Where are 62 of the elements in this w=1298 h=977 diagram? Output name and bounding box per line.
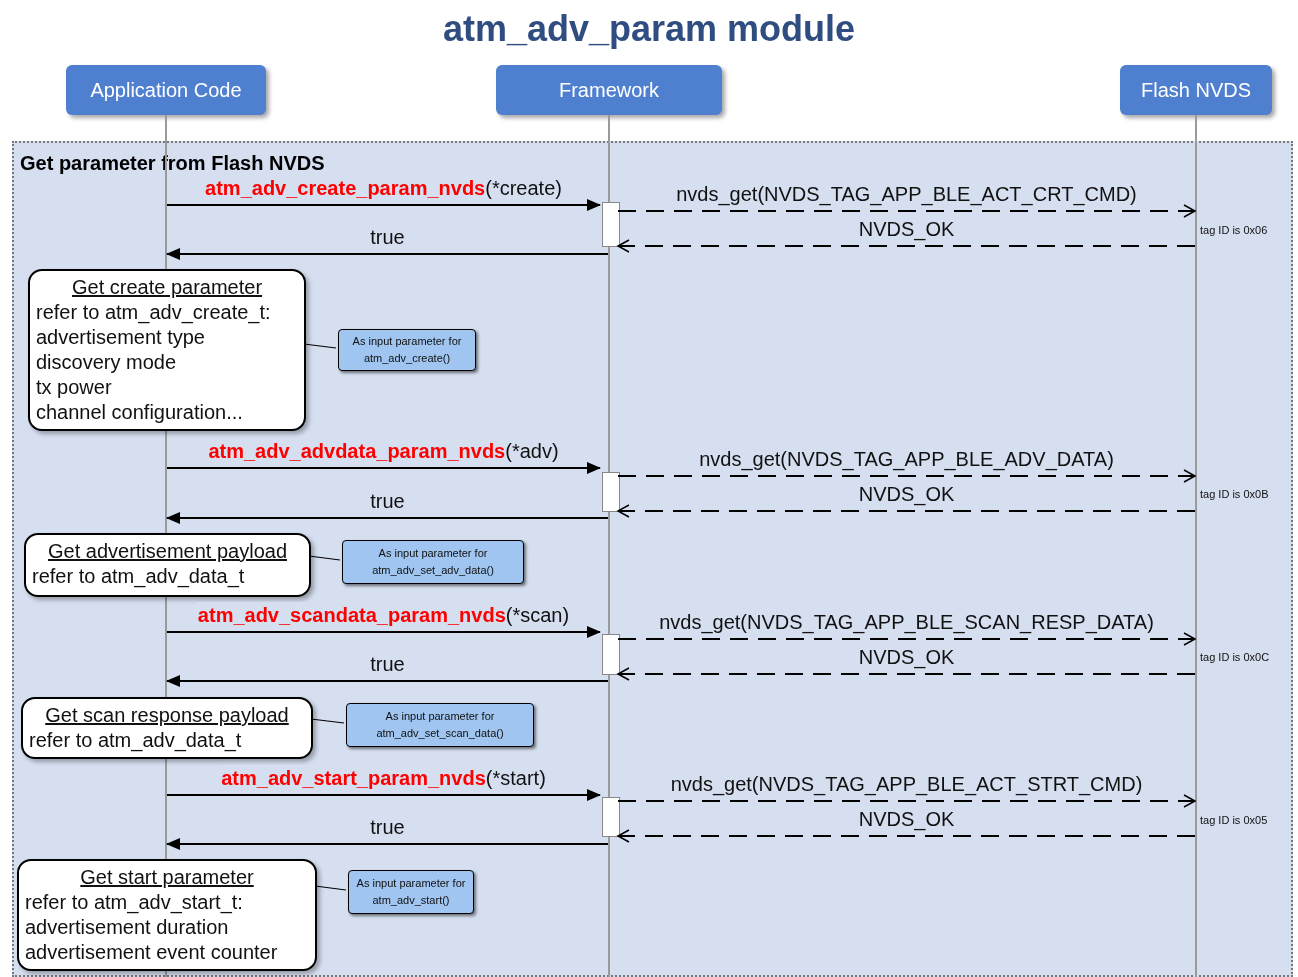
activation-bar (602, 472, 620, 512)
participant-label: Framework (559, 78, 659, 103)
leader-line (303, 343, 337, 349)
participant-label: Flash NVDS (1141, 78, 1251, 103)
note-text: tx power (36, 375, 113, 400)
leader-line (310, 718, 345, 724)
tag-note: tag ID is 0x0B (1200, 487, 1269, 502)
arrow (166, 248, 609, 260)
tag-note: tag ID is 0x0C (1200, 650, 1270, 665)
tag-note: tag ID is 0x05 (1200, 813, 1268, 828)
participant-box (66, 65, 266, 115)
arrow (166, 626, 601, 638)
note-heading: Get start parameter (80, 865, 254, 890)
group-frame (12, 141, 1293, 977)
participant-label: Application Code (90, 78, 242, 103)
dashed-arrow (617, 667, 1196, 681)
callout-note (346, 703, 534, 747)
note-text: advertisement type (36, 325, 206, 350)
participant-box (496, 65, 722, 115)
note-text: advertisement event counter (25, 940, 279, 965)
dashed-arrow (617, 204, 1196, 218)
arrow (166, 512, 609, 524)
tag-note: tag ID is 0x06 (1200, 223, 1268, 238)
note-text: discovery mode (36, 350, 178, 375)
activation-bar (602, 797, 620, 837)
callout-text: As input parameter for atm_adv_start() (355, 876, 467, 908)
arrow (166, 199, 601, 211)
arrow (166, 838, 609, 850)
note-heading: Get advertisement payload (48, 539, 287, 564)
callout-note (348, 870, 474, 914)
note-heading: Get scan response payload (45, 703, 289, 728)
note-card (24, 533, 311, 597)
activation-bar (602, 634, 620, 675)
callout-note (338, 329, 476, 371)
callout-note (342, 540, 524, 584)
dashed-arrow (617, 239, 1196, 253)
leader-line (308, 555, 341, 561)
note-card (21, 697, 313, 759)
callout-text: As input parameter for atm_adv_set_scan_data() (375, 709, 505, 741)
note-text: refer to atm_adv_start_t: (25, 890, 244, 915)
callout-text: As input parameter for atm_adv_create() (351, 334, 463, 366)
dashed-arrow (617, 504, 1196, 518)
note-card (17, 859, 317, 971)
arrow (166, 789, 601, 801)
note-text: refer to atm_adv_data_t (32, 564, 246, 589)
note-heading: Get create parameter (71, 275, 263, 300)
dashed-arrow (617, 632, 1196, 646)
dashed-arrow (617, 794, 1196, 808)
dashed-arrow (617, 469, 1196, 483)
note-text: advertisement duration (25, 915, 230, 940)
arrow (166, 462, 601, 474)
note-card (28, 269, 306, 431)
note-text: refer to atm_adv_data_t (29, 728, 243, 753)
participant-box (1120, 65, 1272, 115)
activation-bar (602, 202, 620, 247)
note-text: refer to atm_adv_create_t: (36, 300, 272, 325)
diagram-title: atm_adv_param module (441, 7, 857, 51)
arrow (166, 675, 609, 687)
dashed-arrow (617, 829, 1196, 843)
leader-line (314, 885, 347, 891)
callout-text: As input parameter for atm_adv_set_adv_data() (371, 546, 495, 578)
note-text: channel configuration... (36, 400, 244, 425)
